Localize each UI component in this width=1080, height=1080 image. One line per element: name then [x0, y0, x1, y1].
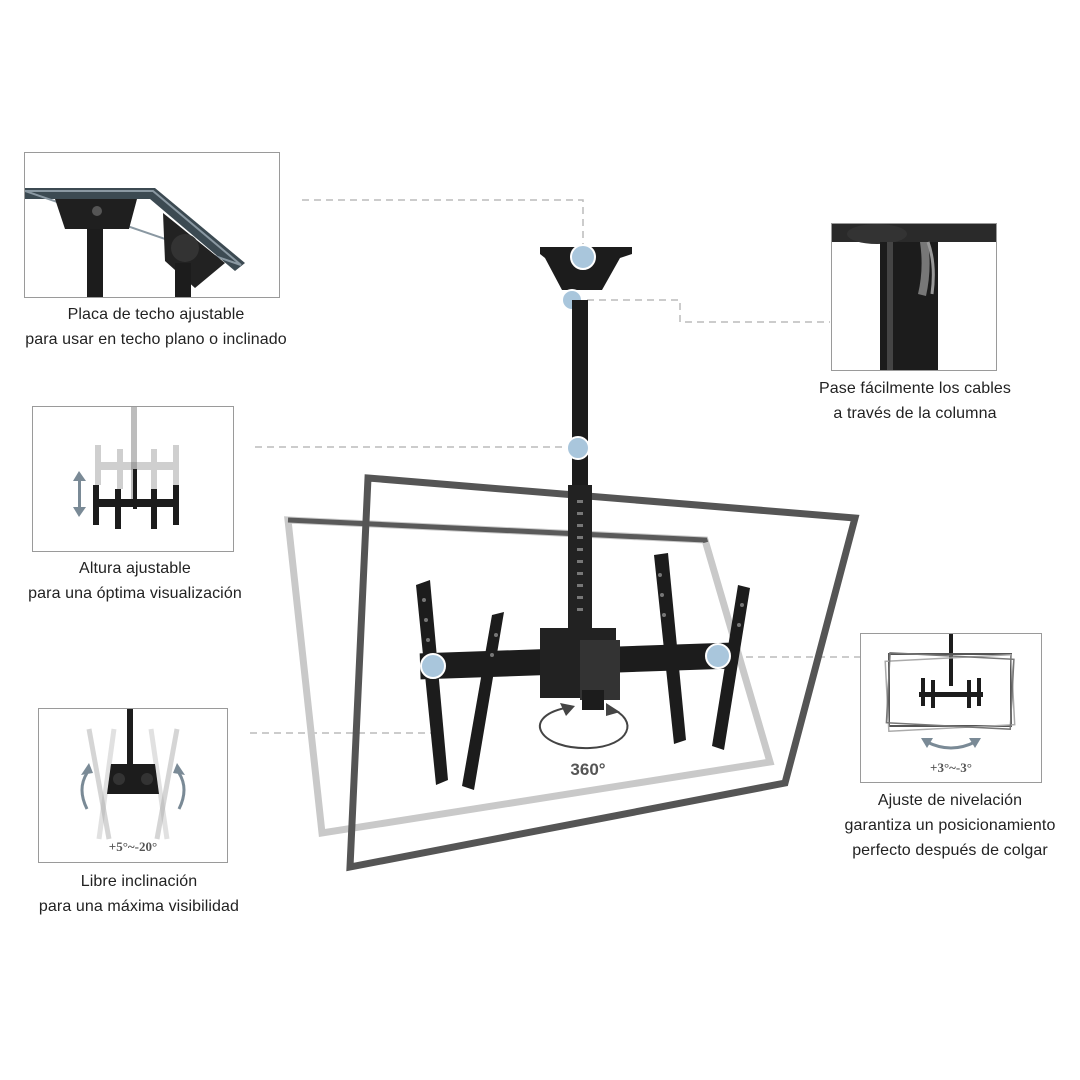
caption-line: para usar en techo plano o inclinado: [25, 331, 287, 348]
caption-line: Pase fácilmente los cables: [818, 380, 1012, 397]
caption-height: Altura ajustable para una óptima visuali…: [0, 556, 270, 606]
leveling-knob-right: [705, 643, 731, 669]
ceiling-plate: [540, 244, 632, 311]
leader-lines: [250, 199, 860, 734]
height-arrow-icon: [73, 471, 86, 517]
inset-tilt: +5°~-20°: [38, 708, 228, 863]
tv-frame-front: [346, 474, 860, 872]
caption-line: para una máxima visibilidad: [38, 898, 240, 915]
caption-line: Placa de techo ajustable: [67, 306, 245, 323]
tilt-arrow-icon: [80, 772, 186, 810]
tv-frame-back-edge: [285, 517, 774, 836]
inset-ceiling-plate: [24, 152, 280, 298]
caption-line: Altura ajustable: [79, 560, 191, 577]
caption-line: a través de la columna: [833, 405, 997, 422]
leader-cables: [575, 299, 830, 323]
leveling-angle-label: +3°~-3°: [930, 760, 972, 775]
column-upper: [572, 300, 588, 490]
height-knob: [566, 436, 590, 460]
caption-tilt: Libre inclinación para una máxima visibi…: [0, 869, 278, 919]
rotation-arrow-icon: [539, 707, 629, 750]
leader-ceiling-plate: [302, 199, 584, 250]
inset-cables: [831, 223, 997, 371]
caption-line: Ajuste de nivelación: [877, 792, 1023, 809]
inset-height: [32, 406, 234, 552]
caption-line: perfecto después de colgar: [852, 842, 1048, 859]
leveling-knob-left: [420, 653, 446, 679]
tilt-angle-label: +5°~-20°: [109, 839, 157, 854]
caption-ceiling-plate: Placa de techo ajustable para usar en te…: [0, 302, 312, 352]
caption-line: Libre inclinación: [80, 873, 198, 890]
leveling-arrow-icon: [921, 738, 981, 750]
caption-cables: Pase fácilmente los cables a través de l…: [770, 376, 1060, 426]
caption-leveling: Ajuste de nivelación garantiza un posici…: [810, 788, 1080, 863]
rotation-label: 360°: [570, 760, 605, 779]
inset-leveling: +3°~-3°: [860, 633, 1042, 783]
caption-line: garantiza un posicionamiento: [844, 817, 1056, 834]
caption-line: para una óptima visualización: [28, 585, 242, 602]
